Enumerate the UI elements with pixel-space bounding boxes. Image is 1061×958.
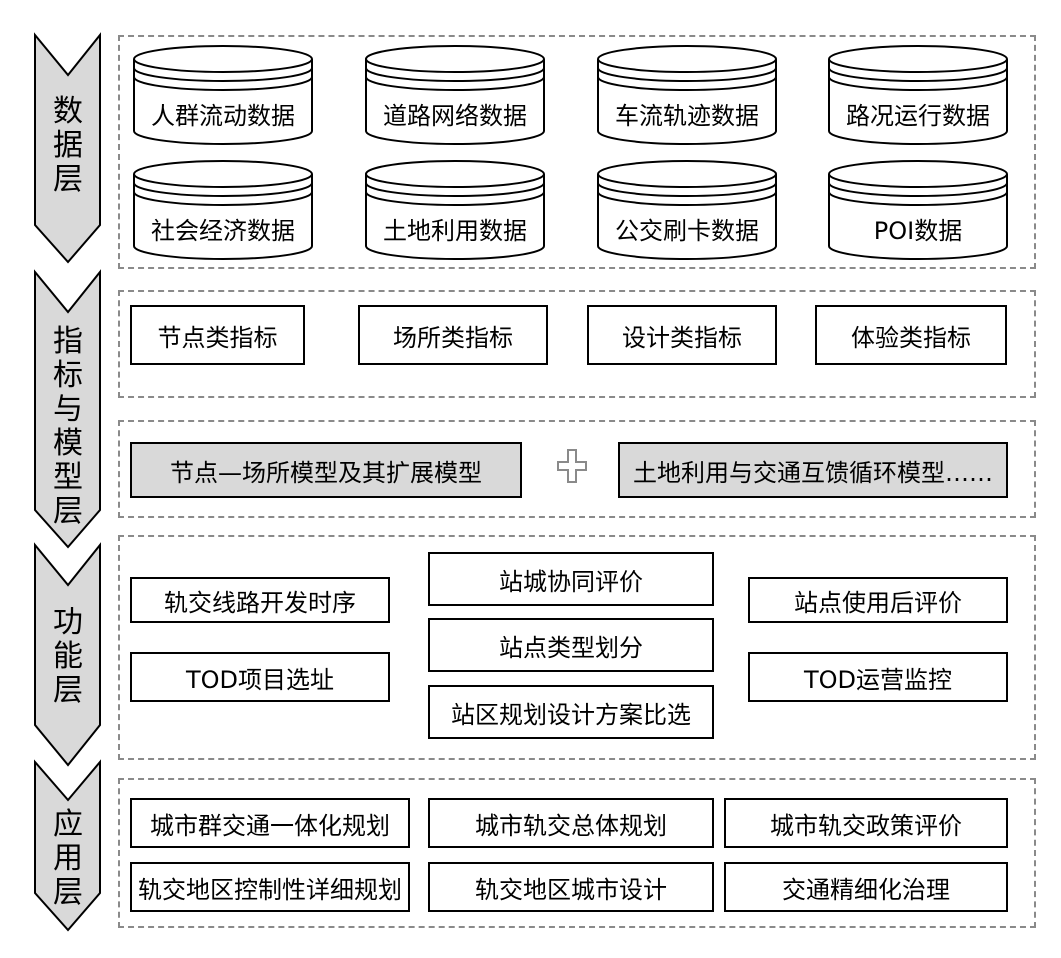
db-traffic-status: 路况运行数据 [828, 45, 1008, 145]
function-layer-label: 功 能 层 [53, 605, 83, 708]
function-plan-comparison: 站区规划设计方案比选 [428, 685, 714, 739]
db-vehicle-trajectory: 车流轨迹数据 [597, 45, 777, 145]
database-label: 路况运行数据 [846, 102, 990, 130]
database-label: 公交刷卡数据 [615, 217, 759, 245]
database-icon [597, 160, 777, 260]
model-region [118, 420, 1036, 518]
database-label: 车流轨迹数据 [615, 102, 759, 130]
app-city-cluster-planning: 城市群交通一体化规划 [130, 798, 410, 848]
database-icon [133, 160, 313, 260]
data-layer-label: 数 据 层 [53, 94, 83, 197]
database-icon [365, 45, 545, 145]
db-land-use: 土地利用数据 [365, 160, 545, 260]
db-road-network: 道路网络数据 [365, 45, 545, 145]
database-icon [828, 160, 1008, 260]
app-rail-policy-evaluation: 城市轨交政策评价 [724, 798, 1008, 848]
database-label: 社会经济数据 [151, 217, 295, 245]
database-label: POI数据 [873, 217, 963, 245]
indicator-place: 场所类指标 [358, 305, 548, 365]
application-layer-label: 应 用 层 [53, 807, 83, 910]
database-icon [828, 45, 1008, 145]
indicator-experience: 体验类指标 [815, 305, 1007, 365]
function-layer-arrow [34, 542, 101, 767]
function-tod-site-selection: TOD项目选址 [130, 652, 390, 702]
index-model-layer-arrow [34, 269, 101, 549]
application-layer-region [118, 778, 1036, 928]
data-layer-arrow [34, 32, 101, 264]
model-node-place: 节点—场所模型及其扩展模型 [130, 442, 522, 498]
app-rail-master-plan: 城市轨交总体规划 [428, 798, 714, 848]
app-traffic-governance: 交通精细化治理 [724, 862, 1008, 912]
model-landuse-transport: 土地利用与交通互馈循环模型…… [618, 442, 1008, 498]
function-post-occupancy-evaluation: 站点使用后评价 [748, 577, 1008, 623]
application-layer-arrow [34, 759, 101, 932]
indicator-design: 设计类指标 [587, 305, 777, 365]
function-rail-line-sequence: 轨交线路开发时序 [130, 577, 390, 623]
function-station-classification: 站点类型划分 [428, 618, 714, 672]
function-layer-region [118, 535, 1036, 760]
database-label: 土地利用数据 [383, 217, 527, 245]
database-label: 道路网络数据 [383, 102, 527, 130]
database-label: 人群流动数据 [151, 102, 295, 130]
database-icon [597, 45, 777, 145]
db-transit-card: 公交刷卡数据 [597, 160, 777, 260]
database-icon [365, 160, 545, 260]
function-station-city-evaluation: 站城协同评价 [428, 552, 714, 606]
db-socioeconomic: 社会经济数据 [133, 160, 313, 260]
app-rail-area-detailed-plan: 轨交地区控制性详细规划 [130, 862, 410, 912]
indicator-node: 节点类指标 [130, 305, 305, 365]
data-layer-region [118, 35, 1036, 269]
indicator-region [118, 290, 1036, 398]
app-rail-area-urban-design: 轨交地区城市设计 [428, 862, 714, 912]
db-poi: POI数据 [828, 160, 1008, 260]
database-icon [133, 45, 313, 145]
plus-icon [557, 449, 587, 483]
db-crowd-flow: 人群流动数据 [133, 45, 313, 145]
index-model-layer-label: 指 标 与 模 型 层 [53, 324, 83, 529]
function-tod-monitoring: TOD运营监控 [748, 652, 1008, 702]
